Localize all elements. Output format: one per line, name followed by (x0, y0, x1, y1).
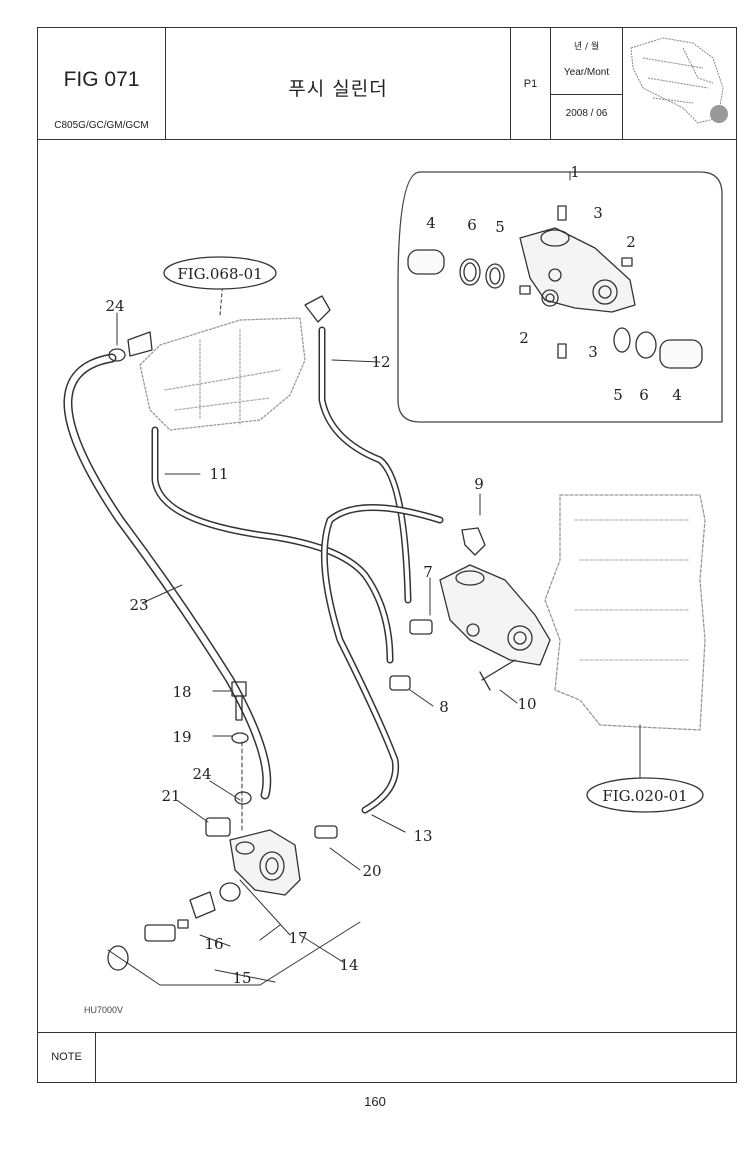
callout-6a: 6 (467, 216, 477, 234)
date-label-korean: 년 / 월 (573, 42, 600, 52)
callout-2a: 2 (626, 233, 636, 251)
date-cell: 년 / 월 Year/Mont 2008 / 06 (551, 28, 623, 139)
document-frame: FIG 071 C805G/GC/GM/GCM 푸시 실린더 P1 년 / 월 … (37, 27, 737, 1083)
loader-sketch-icon (630, 37, 728, 124)
model-list: C805G/GC/GM/GCM (54, 120, 149, 131)
note-label: NOTE (51, 1051, 82, 1063)
callout-23: 23 (129, 596, 148, 614)
callout-10: 10 (517, 695, 536, 713)
callout-24b: 24 (192, 765, 211, 783)
callout-11: 11 (209, 465, 228, 483)
callout-3a: 3 (593, 204, 603, 222)
callout-19: 19 (172, 728, 191, 746)
callout-7: 7 (423, 563, 433, 581)
fig-number: FIG 071 (63, 68, 140, 91)
callout-6b: 6 (639, 386, 649, 404)
page-number: 160 (364, 1094, 386, 1109)
page-title: 푸시 실린더 (288, 78, 388, 100)
page-code-cell: P1 (511, 28, 551, 139)
callout-13: 13 (413, 827, 432, 845)
drawing-code: HU7000V (84, 1005, 123, 1015)
date-divider (551, 94, 622, 95)
fig-cell: FIG 071 C805G/GC/GM/GCM (38, 28, 166, 139)
title-cell: 푸시 실린더 (166, 28, 511, 139)
callout-24a: 24 (105, 297, 124, 315)
title-block: FIG 071 C805G/GC/GM/GCM 푸시 실린더 P1 년 / 월 … (38, 28, 736, 140)
callout-14: 14 (339, 956, 358, 974)
page-code: P1 (523, 78, 538, 90)
callout-4a: 4 (426, 214, 436, 232)
callout-1: 1 (570, 163, 580, 181)
callout-5b: 5 (613, 386, 623, 404)
ref-fig-068-label: FIG.068-01 (177, 265, 262, 283)
machine-thumbnail (623, 28, 736, 139)
callout-21: 21 (161, 787, 180, 805)
ref-fig-020-label: FIG.020-01 (602, 787, 687, 805)
date-value: 2008 / 06 (565, 108, 608, 119)
date-label-english: Year/Mont (563, 67, 610, 78)
callout-17: 17 (288, 929, 307, 947)
callout-16: 16 (204, 935, 223, 953)
note-label-cell: NOTE (38, 1033, 96, 1083)
callout-8: 8 (439, 698, 449, 716)
callout-4b: 4 (672, 386, 682, 404)
callout-9: 9 (474, 475, 484, 493)
callout-2b: 2 (519, 329, 529, 347)
callout-12: 12 (371, 353, 390, 371)
callout-5a: 5 (495, 218, 505, 236)
callout-18: 18 (172, 683, 191, 701)
callout-20: 20 (362, 862, 381, 880)
callout-3b: 3 (588, 343, 598, 361)
note-row: NOTE (38, 1032, 736, 1083)
callout-15: 15 (232, 969, 251, 987)
